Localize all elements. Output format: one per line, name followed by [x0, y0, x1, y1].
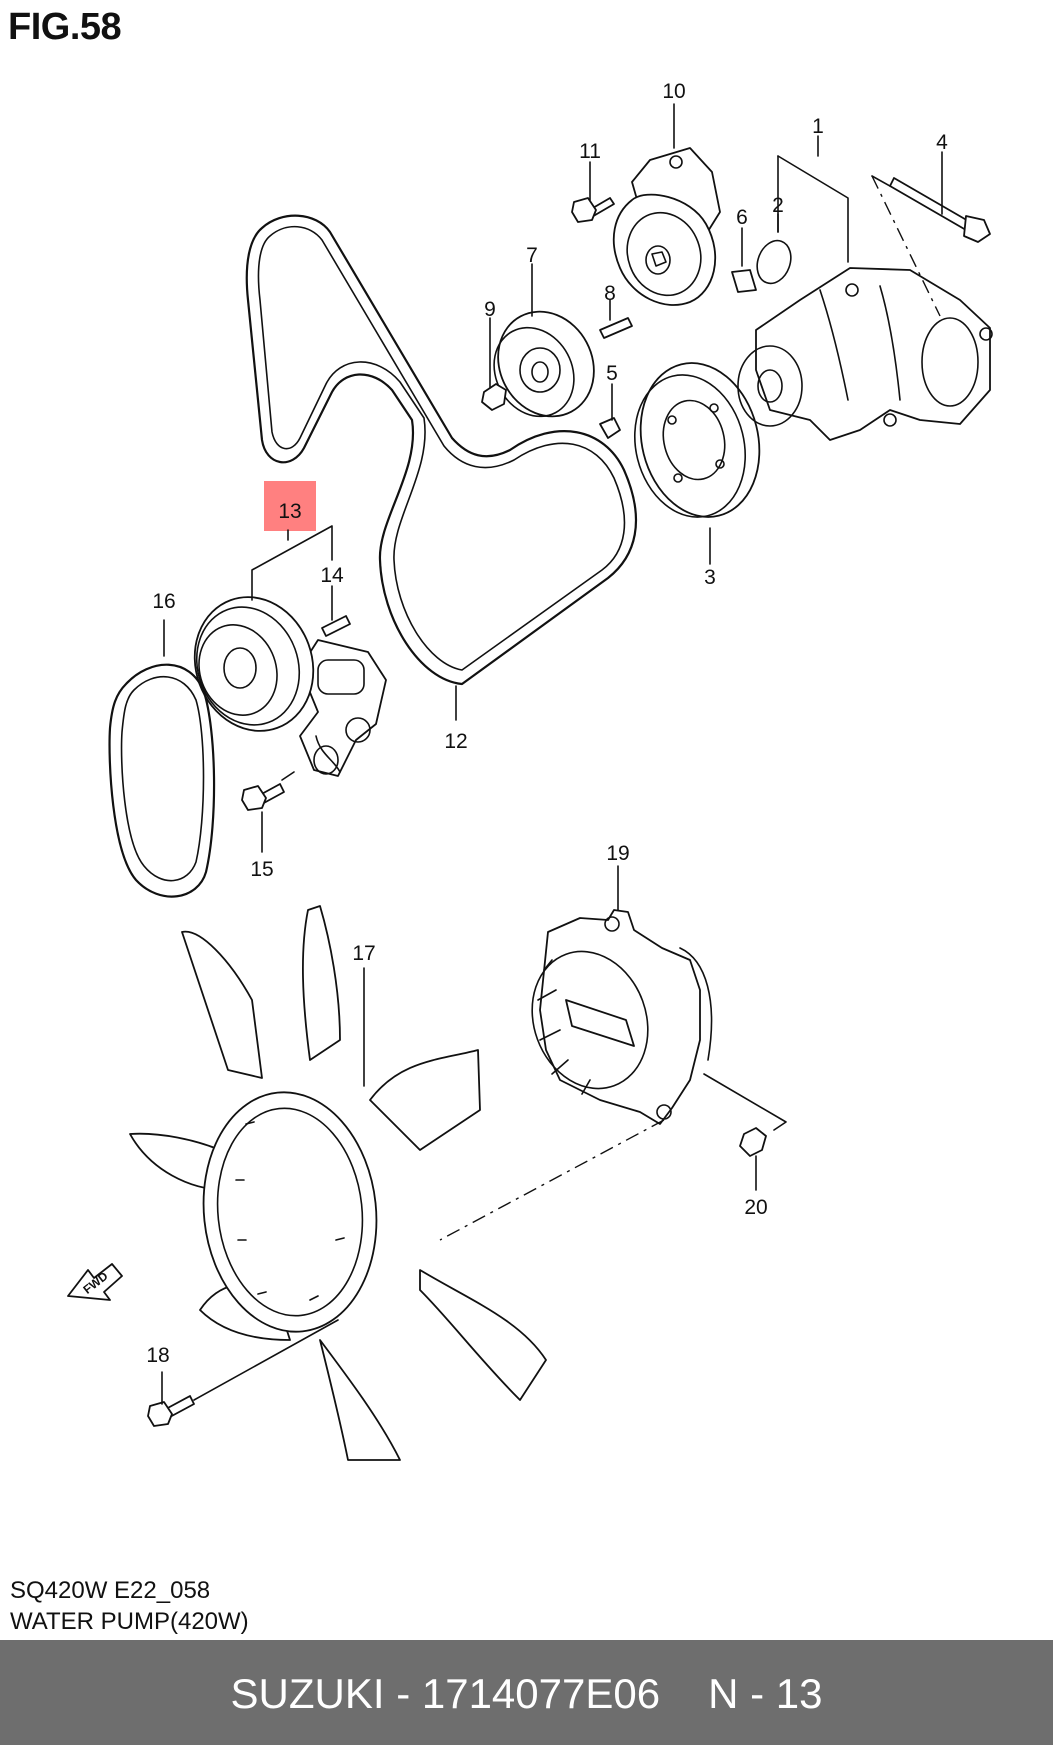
callout-19[interactable]: 19 [606, 842, 629, 865]
page-reference: N - 13 [708, 1670, 823, 1717]
callout-leaders [161, 103, 943, 1405]
callout-18[interactable]: 18 [146, 1344, 169, 1367]
cooling-fan-17 [129, 905, 547, 1461]
dowel-6 [731, 269, 757, 293]
callout-16[interactable]: 16 [152, 590, 175, 613]
callout-6[interactable]: 6 [736, 206, 748, 229]
nut-20 [739, 1127, 767, 1157]
stud-14 [321, 615, 351, 637]
pump-pulley-3 [633, 362, 761, 518]
belt-16 [108, 663, 216, 898]
callout-9[interactable]: 9 [484, 298, 496, 321]
bolt-5 [599, 417, 621, 439]
o-ring-2 [756, 239, 792, 285]
part-info-text: SUZUKI - 1714077E06 N - 13 [0, 1670, 1053, 1718]
bolt-4 [889, 177, 991, 243]
tensioner-assembly-10 [612, 147, 721, 306]
callout-5[interactable]: 5 [606, 362, 618, 385]
leader-part-1 [777, 155, 849, 263]
bolt-11 [571, 197, 615, 223]
callout-15[interactable]: 15 [250, 858, 273, 881]
callout-10[interactable]: 10 [662, 80, 685, 103]
callout-4[interactable]: 4 [936, 131, 948, 154]
leader-part-20 [703, 1073, 787, 1131]
idler-pulley-7 [493, 310, 595, 418]
parts-diagram: FWD 1 2 3 4 5 6 7 8 9 10 11 12 13 14 15 … [67, 80, 993, 1461]
nut-9 [481, 383, 507, 411]
callout-11[interactable]: 11 [579, 140, 601, 163]
brand-separator: - [384, 1670, 422, 1717]
leader-part-19-20 [439, 1119, 665, 1241]
callout-17[interactable]: 17 [352, 942, 375, 965]
fan-clutch-19 [531, 909, 713, 1125]
callout-8[interactable]: 8 [604, 282, 616, 305]
tensioner-13 [193, 596, 387, 777]
callout-1[interactable]: 1 [812, 115, 824, 138]
water-pump-1 [737, 267, 993, 441]
figure-title: FIG.58 [8, 6, 122, 48]
leader-part-4-a [871, 175, 891, 187]
callout-12[interactable]: 12 [444, 730, 467, 753]
callout-3[interactable]: 3 [704, 566, 716, 589]
callout-7[interactable]: 7 [526, 244, 538, 267]
callout-20[interactable]: 20 [744, 1196, 767, 1219]
callout-14[interactable]: 14 [320, 564, 344, 587]
leader-part-13 [251, 525, 333, 601]
leader-part-4 [871, 175, 941, 317]
stud-8 [599, 317, 633, 339]
fwd-arrow-icon: FWD [67, 1263, 123, 1301]
bolt-18 [147, 1395, 195, 1427]
diagram-code: SQ420W E22_058 [10, 1577, 211, 1604]
part-info-bar: SUZUKI - 1714077E06 N - 13 [0, 1640, 1053, 1745]
callout-13[interactable]: 13 [278, 500, 301, 523]
part-number: 1714077E06 [421, 1670, 661, 1717]
leader-part-18 [193, 1319, 339, 1401]
callout-2[interactable]: 2 [772, 194, 784, 217]
drive-belt-12 [245, 214, 637, 686]
diagram-name: WATER PUMP(420W) [10, 1608, 249, 1635]
bolt-15 [241, 771, 295, 811]
brand-name: SUZUKI [230, 1670, 385, 1717]
callout-13-highlight[interactable] [264, 481, 316, 531]
